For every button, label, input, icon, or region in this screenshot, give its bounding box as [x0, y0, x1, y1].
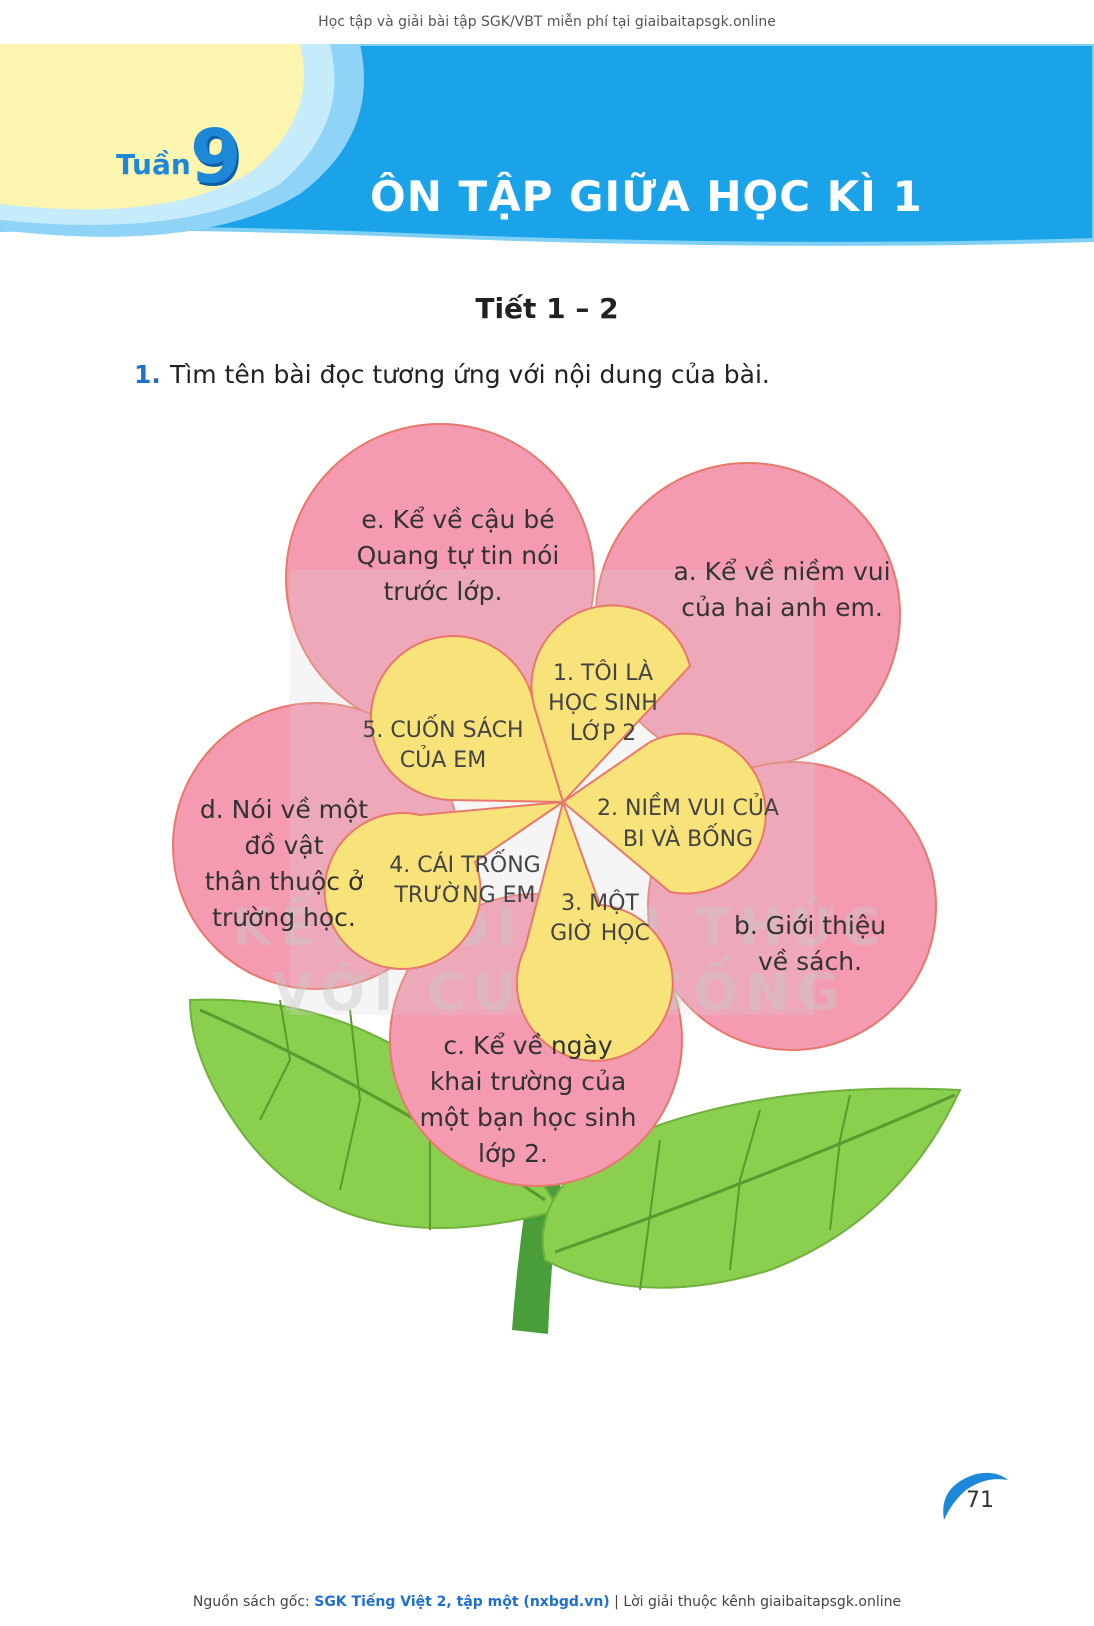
- question-text: Tìm tên bài đọc tương ứng với nội dung c…: [170, 360, 770, 389]
- footer-prefix: Nguồn sách gốc:: [192, 1594, 315, 1610]
- petal-c-line-1: c. Kể về ngày: [443, 1031, 613, 1060]
- petal-c-line-2: khai trường của: [430, 1067, 626, 1096]
- lesson-title: Tiết 1 – 2: [475, 292, 619, 325]
- page-swoosh-icon: [943, 1472, 1008, 1520]
- inner-petal-4-line-1: 4. CÁI TRỐNG: [389, 849, 540, 878]
- right-leaf-shape: [541, 1087, 962, 1291]
- petal-c-line-4: lớp 2.: [478, 1139, 548, 1168]
- petal-c-line-3: một bạn học sinh: [420, 1103, 637, 1132]
- petal-e-line-2: Quang tự tin nói: [357, 541, 560, 570]
- chapter-title: ÔN TẬP GIỮA HỌC KÌ 1: [370, 172, 923, 221]
- inner-petal-4-line-2: TRƯỜNG EM: [393, 882, 535, 908]
- petal-e-line-1: e. Kể về cậu bé: [361, 505, 554, 534]
- petal-d-line-2: đồ vật: [244, 831, 323, 860]
- petal-d-line-3: thân thuộc ở: [205, 867, 364, 896]
- petal-a-line-1: a. Kể về niềm vui: [673, 557, 890, 586]
- petal-b-line-2: về sách.: [758, 947, 862, 976]
- week-number: 9: [190, 114, 242, 200]
- petal-d-line-4: trường học.: [212, 903, 356, 932]
- petal-a-line-2: của hai anh em.: [681, 593, 883, 622]
- petal-b-line-1: b. Giới thiệu: [734, 911, 886, 940]
- footer-source-link[interactable]: SGK Tiếng Việt 2, tập một (nxbgd.vn): [314, 1594, 610, 1610]
- top-note: Học tập và giải bài tập SGK/VBT miễn phí…: [318, 14, 776, 30]
- petal-e-line-3: trước lớp.: [384, 577, 503, 606]
- page-number: 71: [966, 1488, 994, 1513]
- inner-petal-3-line-1: 3. MỘT: [561, 890, 639, 916]
- chapter-banner: [0, 44, 1094, 246]
- inner-petal-2-shape: [561, 732, 767, 895]
- inner-petal-5-line-1: 5. CUỐN SÁCH: [362, 714, 523, 743]
- footer: Nguồn sách gốc: SGK Tiếng Việt 2, tập mộ…: [0, 1594, 1094, 1610]
- petal-d-line-1: d. Nói về một: [200, 795, 368, 824]
- inner-petal-5-line-2: CỦA EM: [400, 745, 486, 773]
- inner-petal-2-line-2: BI VÀ BỐNG: [623, 823, 753, 852]
- inner-petal-1-line-3: LỚP 2: [570, 720, 637, 746]
- week-label: Tuần: [116, 148, 191, 181]
- inner-petal-4-shape: [323, 800, 567, 971]
- inner-petal-5-shape: [369, 635, 565, 804]
- inner-petal-1-line-2: HỌC SINH: [548, 691, 658, 716]
- inner-petal-2-line-1: 2. NIỀM VUI CỦA: [597, 793, 779, 821]
- inner-petal-3-line-2: GIỜ HỌC: [550, 920, 650, 946]
- footer-suffix: | Lời giải thuộc kênh giaibaitapsgk.onli…: [609, 1594, 902, 1610]
- inner-petal-3-shape: [515, 798, 674, 1062]
- question-number: 1.: [134, 360, 161, 389]
- inner-petal-1-line-1: 1. TÔI LÀ: [553, 660, 653, 686]
- inner-petal-1-shape: [530, 604, 692, 804]
